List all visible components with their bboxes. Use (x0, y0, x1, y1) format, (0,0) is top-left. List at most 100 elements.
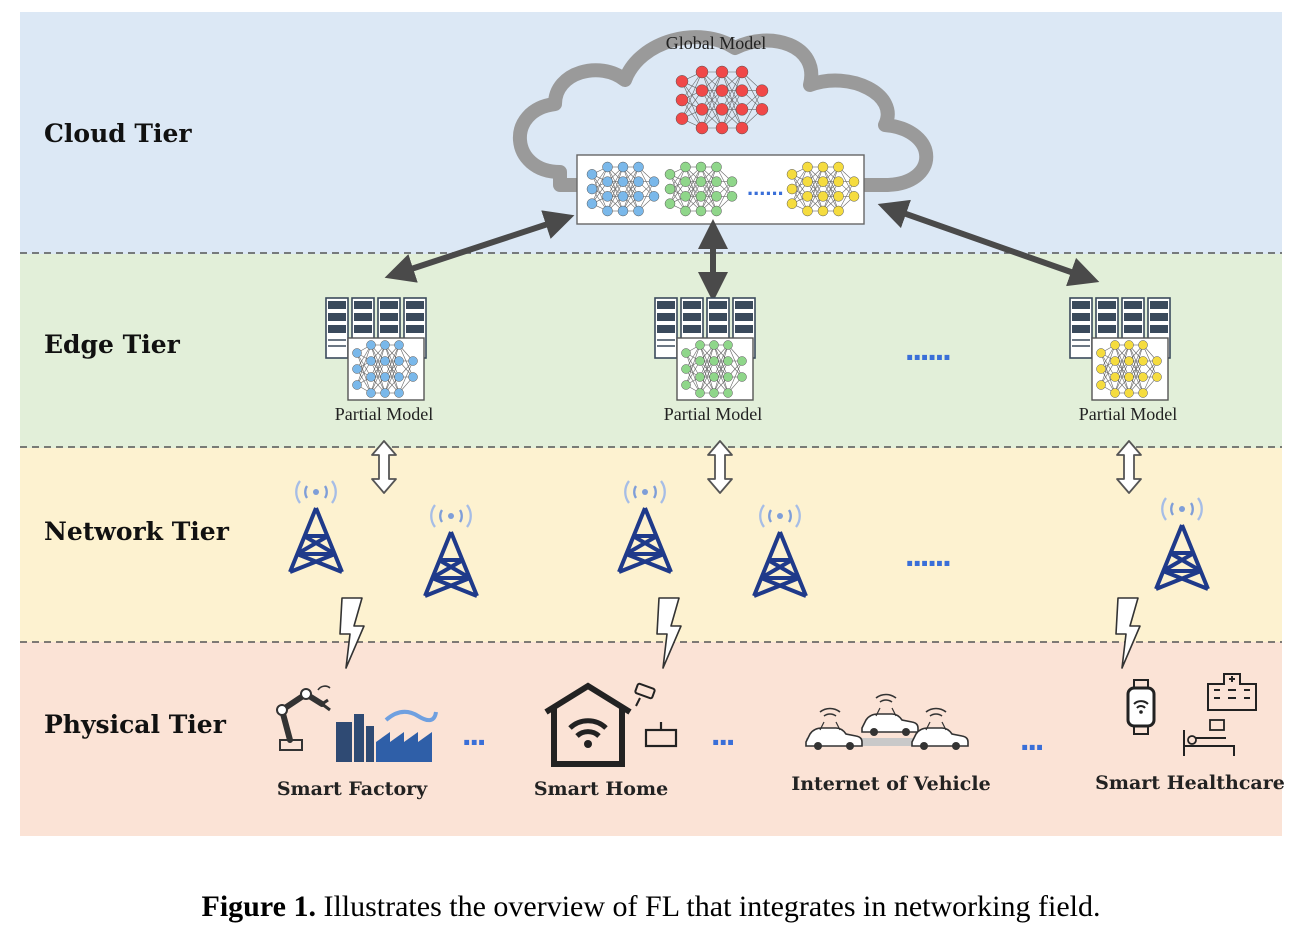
nn-node (695, 356, 705, 366)
nn-connection (591, 166, 608, 204)
nn-connection (370, 344, 386, 378)
nn-node (695, 372, 705, 382)
hospital-bed-icon (1183, 719, 1235, 756)
cloud-yellow-model-network (786, 161, 860, 217)
nn-connection (384, 344, 400, 394)
nn-node (586, 169, 598, 180)
robot-arm-icon (276, 685, 331, 751)
nn-connection (607, 166, 624, 197)
nn-node (709, 340, 719, 350)
nn-node (817, 161, 829, 173)
nn-node (715, 121, 729, 135)
nn-connection (727, 360, 743, 394)
nn-connection (716, 181, 733, 212)
nn-node (680, 205, 691, 217)
nn-node (366, 372, 376, 382)
nn-connection (1142, 360, 1158, 394)
nn-connection (685, 166, 702, 212)
nn-node (633, 161, 644, 173)
nn-connection (370, 360, 386, 394)
router-icon (644, 722, 678, 748)
nn-node (675, 112, 689, 125)
nn-node (723, 372, 733, 382)
nn-connection (685, 344, 701, 386)
nn-connection (807, 181, 824, 212)
nn-connection (822, 181, 839, 212)
nn-node (715, 103, 729, 116)
nn-connection (701, 71, 723, 110)
nn-node (726, 191, 738, 202)
nn-node (711, 176, 722, 187)
nn-node (695, 388, 705, 398)
nn-node (352, 364, 362, 374)
nn-node (675, 93, 689, 107)
nn-node (680, 191, 691, 202)
connected-cars-icon (805, 693, 969, 751)
nn-node (680, 161, 691, 173)
physical-ellipsis-1: ... (462, 715, 485, 753)
nn-node (664, 183, 676, 195)
nn-node (755, 103, 769, 116)
edge-tier-label: Edge Tier (44, 330, 181, 359)
nn-node (380, 388, 390, 398)
nn-connection (701, 71, 723, 129)
nn-connection (699, 344, 715, 378)
nn-node (681, 380, 691, 390)
physical-ellipsis-3: ... (1020, 720, 1043, 758)
physical-tier-band (20, 642, 1282, 836)
nn-connection (681, 71, 703, 119)
nn-node (802, 176, 813, 187)
nn-node (648, 176, 660, 187)
nn-node (633, 205, 644, 217)
nn-node (735, 121, 749, 135)
nn-node (695, 121, 709, 135)
nn-connection (741, 90, 763, 129)
nn-connection (1114, 344, 1130, 394)
hospital-icon (1207, 673, 1257, 711)
nn-node (735, 84, 749, 97)
nn-node (602, 205, 613, 217)
figure-caption: Figure 1. Illustrates the overview of FL… (0, 890, 1302, 924)
cloud-green-model-network (664, 161, 738, 217)
nn-node (695, 205, 707, 217)
nn-connection (713, 344, 729, 394)
nn-node (586, 183, 598, 195)
nn-connection (721, 90, 743, 129)
nn-node (695, 340, 705, 350)
nn-node (1138, 388, 1148, 398)
network-tier-label: Network Tier (44, 517, 230, 546)
nn-connection (607, 181, 624, 212)
nn-connection (699, 360, 715, 394)
nn-node (633, 191, 644, 202)
cloud-tier-label: Cloud Tier (44, 119, 192, 148)
nn-node (695, 65, 709, 79)
partial-model-label-2: Partial Model (664, 404, 762, 424)
nn-connection (669, 166, 686, 204)
nn-node (1138, 340, 1148, 350)
nn-connection (607, 166, 624, 212)
security-camera-icon (634, 682, 656, 707)
smart-home-icon (544, 682, 632, 767)
nn-node (1124, 356, 1134, 366)
edge-partial-model-network-3 (1096, 340, 1162, 398)
nn-node (1152, 356, 1162, 366)
nn-connection (1114, 360, 1130, 394)
nn-connection (721, 71, 743, 110)
factory-icon (336, 709, 438, 762)
nn-node (1124, 340, 1134, 350)
nn-node (735, 103, 749, 116)
nn-connection (807, 166, 824, 197)
nn-connection (807, 166, 824, 212)
nn-connection (1128, 344, 1144, 378)
nn-node (1096, 380, 1106, 390)
nn-node (695, 103, 709, 116)
nn-connection (1128, 344, 1144, 394)
nn-node (715, 65, 729, 79)
nn-node (715, 84, 729, 97)
nn-node (833, 191, 844, 202)
nn-node (602, 176, 613, 187)
cloud-blue-model-network (586, 161, 660, 217)
scenario-label-internet-of-vehicle: Internet of Vehicle (791, 773, 990, 795)
nn-node (408, 372, 418, 382)
nn-node (1124, 372, 1134, 382)
